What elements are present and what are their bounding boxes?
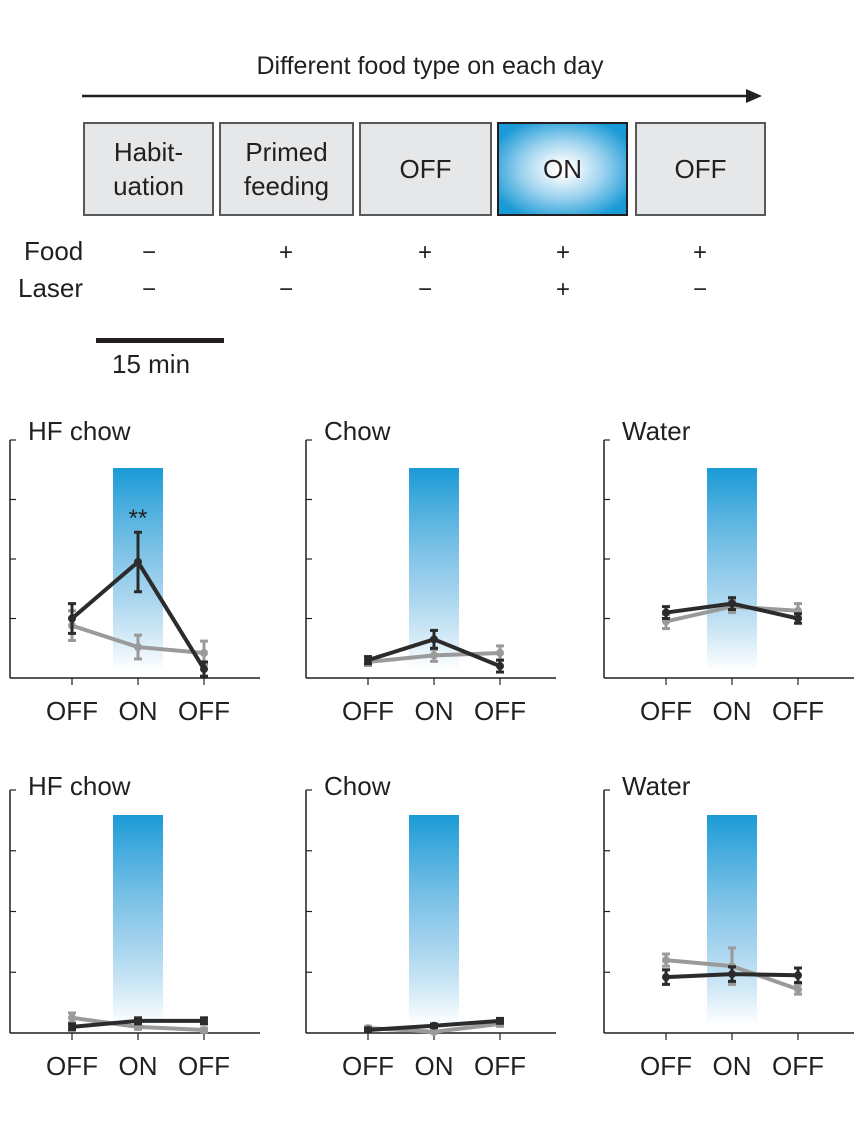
data-point-light-4-1: [430, 1027, 438, 1036]
data-point-dark-5-1: [728, 970, 736, 979]
x-tick-label-0-1: ON: [119, 696, 158, 726]
data-point-light-3-0: [68, 1013, 76, 1022]
laser-bar-2: [707, 468, 757, 670]
data-point-dark-3-1: [134, 1016, 142, 1025]
data-point-dark-1-2: [496, 662, 504, 671]
data-point-light-5-2: [794, 985, 802, 994]
data-point-dark-5-2: [794, 971, 802, 980]
x-tick-label-5-0: OFF: [640, 1051, 692, 1081]
data-point-dark-3-2: [200, 1016, 208, 1025]
x-tick-label-4-1: ON: [415, 1051, 454, 1081]
data-point-dark-5-0: [662, 973, 670, 982]
x-tick-label-5-1: ON: [713, 1051, 752, 1081]
laser-bar-3: [113, 815, 163, 1025]
x-tick-label-0-0: OFF: [46, 696, 98, 726]
data-point-dark-2-1: [728, 599, 736, 608]
row-label-food: Food: [24, 236, 84, 266]
data-point-dark-1-1: [430, 635, 438, 644]
laser-sign-2: −: [278, 276, 293, 303]
data-point-dark-4-1: [430, 1021, 438, 1030]
data-point-light-3-2: [200, 1025, 208, 1034]
phase-box-primed-feeding: Primed feeding: [219, 122, 354, 216]
data-point-dark-1-0: [364, 656, 372, 665]
data-point-light-0-1: [134, 643, 142, 652]
x-tick-label-2-2: OFF: [772, 696, 824, 726]
data-point-light-1-1: [430, 651, 438, 660]
laser-bar-4: [409, 815, 459, 1025]
x-tick-label-1-2: OFF: [474, 696, 526, 726]
scale-bar-label: 15 min: [112, 349, 191, 379]
chart-title-0: HF chow: [28, 416, 131, 446]
data-point-dark-3-0: [68, 1022, 76, 1031]
row-label-laser: Laser: [18, 273, 84, 303]
food-sign-2: +: [278, 239, 293, 266]
food-sign-3: +: [417, 239, 432, 266]
chart-title-5: Water: [622, 771, 691, 801]
phase-box-off-1: OFF: [359, 122, 492, 216]
laser-sign-4: +: [555, 276, 570, 303]
laser-bar-5: [707, 815, 757, 1025]
laser-sign-1: −: [141, 276, 156, 303]
phase-box-off-2: OFF: [635, 122, 766, 216]
data-point-dark-0-1: [134, 557, 142, 566]
data-point-light-0-2: [200, 649, 208, 658]
x-tick-label-2-0: OFF: [640, 696, 692, 726]
x-tick-label-3-2: OFF: [178, 1051, 230, 1081]
laser-sign-5: −: [692, 276, 707, 303]
x-tick-label-3-0: OFF: [46, 1051, 98, 1081]
x-tick-label-3-1: ON: [119, 1051, 158, 1081]
data-point-dark-0-0: [68, 614, 76, 623]
x-tick-label-5-2: OFF: [772, 1051, 824, 1081]
phase-box-habituation: Habit- uation: [83, 122, 214, 216]
x-tick-label-0-2: OFF: [178, 696, 230, 726]
x-tick-label-2-1: ON: [713, 696, 752, 726]
scale-bar: [96, 338, 224, 343]
food-sign-1: −: [141, 239, 156, 266]
chart-title-4: Chow: [324, 771, 391, 801]
food-sign-4: +: [555, 239, 570, 266]
laser-sign-3: −: [417, 276, 432, 303]
data-point-light-5-0: [662, 956, 670, 965]
x-tick-label-1-1: ON: [415, 696, 454, 726]
chart-title-3: HF chow: [28, 771, 131, 801]
data-point-light-1-2: [496, 649, 504, 658]
chart-title-1: Chow: [324, 416, 391, 446]
x-tick-label-4-2: OFF: [474, 1051, 526, 1081]
schematic-title: Different food type on each day: [256, 52, 604, 80]
timeline-arrow: [82, 89, 762, 103]
x-tick-label-4-0: OFF: [342, 1051, 394, 1081]
significance-annotation-0: **: [129, 505, 148, 532]
x-tick-label-1-0: OFF: [342, 696, 394, 726]
data-point-dark-4-0: [364, 1025, 372, 1034]
data-point-dark-2-0: [662, 608, 670, 617]
data-point-dark-0-2: [200, 665, 208, 674]
phase-box-on: ON: [497, 122, 628, 216]
data-point-dark-4-2: [496, 1016, 504, 1025]
chart-title-2: Water: [622, 416, 691, 446]
data-point-dark-2-2: [794, 614, 802, 623]
food-sign-5: +: [692, 239, 707, 266]
